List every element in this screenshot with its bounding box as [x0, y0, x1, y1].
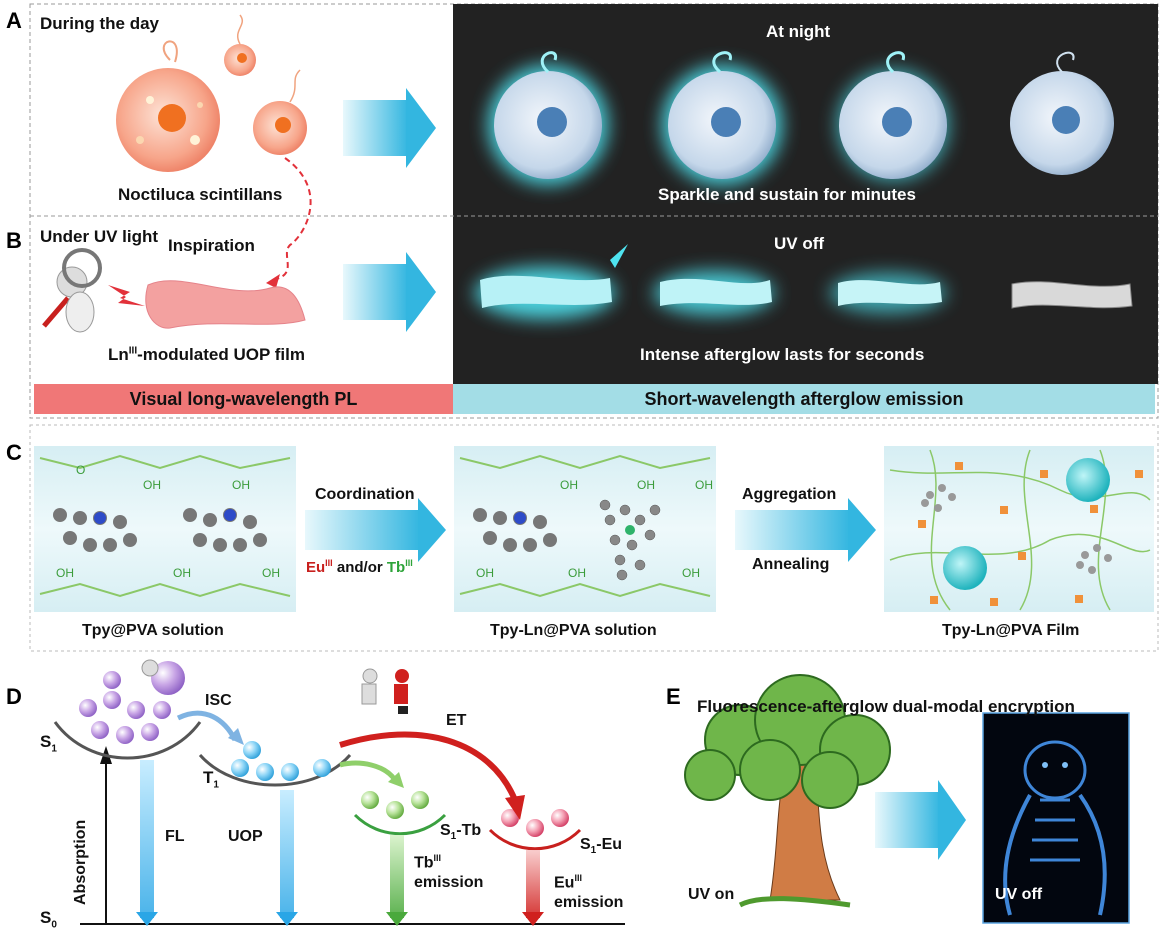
panel-label-d: D	[6, 684, 22, 709]
panel-label-c: C	[6, 440, 22, 465]
tpy-pva-solution-label: Tpy@PVA solution	[82, 622, 224, 639]
t1-label: T1	[203, 768, 219, 791]
arrow-coordination	[305, 498, 446, 562]
film-label: LnIII-modulated UOP film	[108, 345, 305, 364]
annealing-label: Annealing	[752, 556, 830, 573]
transition-arrow-b	[343, 252, 436, 332]
banner-left: Visual long-wavelength PL	[129, 389, 358, 409]
transition-arrow-a	[343, 88, 436, 168]
s1-eu-label: S1-Eu	[580, 836, 623, 857]
banner-right: Short-wavelength afterglow emission	[644, 389, 964, 409]
et-label: ET	[446, 712, 467, 729]
panel-label-b: B	[6, 228, 22, 253]
tpy-ln-pva-film-graphic	[884, 446, 1154, 612]
s1-tb-label: S1-Tb	[440, 822, 482, 843]
t1-well	[198, 754, 352, 787]
panel-label-a: A	[6, 8, 22, 33]
scientist-figure	[42, 248, 102, 333]
during-day-label: During the day	[40, 14, 160, 33]
inspiration-arrow	[271, 157, 312, 281]
tiger-panel	[982, 712, 1130, 924]
panel-label-e: E	[666, 684, 681, 709]
afterglow-caption: Intense afterglow lasts for seconds	[640, 345, 925, 364]
uv-on-label: UV on	[688, 886, 735, 903]
night-background	[453, 4, 1158, 384]
coordination-label: Coordination	[315, 486, 415, 503]
s1-label: S1	[40, 732, 57, 755]
noctiluca-day-large	[116, 40, 220, 172]
uop-film-day	[145, 280, 306, 329]
tpy-ln-pva-film-label: Tpy-Ln@PVA Film	[942, 622, 1080, 639]
uv-light-label: Under UV light	[40, 227, 159, 246]
uv-off-label: UV off	[774, 234, 825, 253]
banner-right-bg	[453, 384, 1155, 414]
tree-graphic	[684, 674, 891, 908]
isc-label: ISC	[205, 692, 232, 709]
noctiluca-day-small-2	[253, 69, 307, 155]
fl-label: FL	[165, 828, 185, 845]
eu-tb-label: EuIII and/or TbIII	[306, 558, 413, 576]
tpy-ln-pva-solution-graphic	[454, 446, 716, 612]
films-night	[475, 244, 1133, 319]
inspiration-label: Inspiration	[168, 236, 255, 255]
panel-c-frame	[29, 424, 1159, 652]
noctiluca-day-small-1	[224, 14, 256, 76]
uv-off-e-label: UV off	[995, 886, 1043, 903]
uop-label: UOP	[228, 828, 263, 845]
sparkle-caption: Sparkle and sustain for minutes	[658, 185, 916, 204]
arrow-aggregation	[735, 498, 876, 562]
banner-left-bg	[34, 384, 453, 414]
organism-label: Noctiluca scintillans	[118, 185, 283, 204]
s1-well	[53, 721, 202, 760]
energy-diagram	[53, 659, 625, 926]
uv-bolt	[108, 285, 145, 306]
s1-tb-well	[353, 813, 447, 836]
s1-eu-well	[488, 828, 582, 851]
absorption-label: Absorption	[72, 819, 89, 905]
tpy-pva-solution-graphic	[34, 446, 296, 612]
tpy-ln-pva-solution-label: Tpy-Ln@PVA solution	[490, 622, 657, 639]
handshake-figures	[361, 668, 409, 714]
s0-label: S0	[40, 908, 57, 931]
aggregation-label: Aggregation	[742, 486, 837, 503]
at-night-label: At night	[766, 22, 831, 41]
arrow-e	[875, 780, 966, 860]
encryption-title: Fluorescence-afterglow dual-modal encryp…	[697, 697, 1075, 716]
noctiluca-night-glow	[488, 51, 1114, 185]
